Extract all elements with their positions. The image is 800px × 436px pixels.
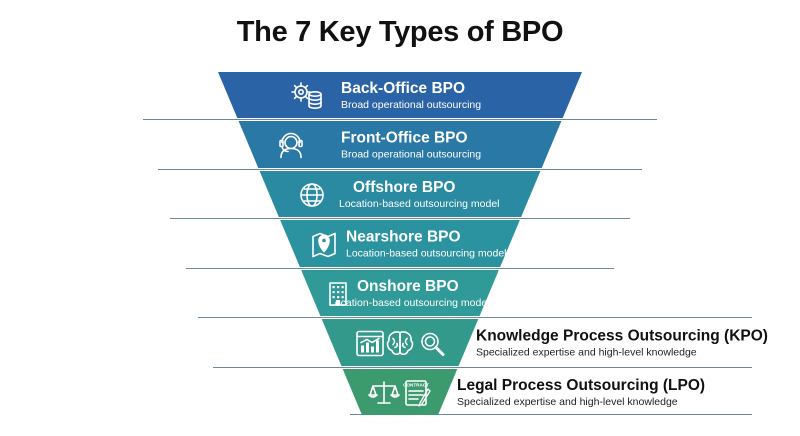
funnel-band <box>238 121 562 168</box>
page-title: The 7 Key Types of BPO <box>236 16 564 48</box>
chart-icon <box>356 330 384 357</box>
funnel-band <box>259 171 541 217</box>
scales-icon <box>368 381 400 404</box>
level-subtitle: Location-based outsourcing model <box>329 297 490 309</box>
gear-database-icon <box>291 82 322 109</box>
level-title: Front-Office BPO <box>341 130 468 147</box>
brain-icon <box>386 331 414 356</box>
funnel-band <box>301 270 499 316</box>
level-subtitle: Location-based outsourcing model <box>346 248 507 260</box>
level-subtitle: Broad operational outsourcing <box>341 99 481 111</box>
level-title: Offshore BPO <box>353 179 455 196</box>
level-title: Back-Office BPO <box>341 80 465 97</box>
contract-label: CONTRACT <box>403 383 429 388</box>
funnel-band <box>342 369 458 415</box>
map-pin-icon <box>312 232 336 258</box>
level-title: Legal Process Outsourcing (LPO) <box>457 377 705 394</box>
level-subtitle: Specialized expertise and high-level kno… <box>457 396 678 408</box>
headset-agent-icon <box>279 132 303 159</box>
level-subtitle: Broad operational outsourcing <box>341 149 481 161</box>
level-title: Onshore BPO <box>357 278 459 295</box>
building-icon <box>329 282 347 306</box>
level-subtitle: Specialized expertise and high-level kno… <box>476 347 697 359</box>
magnifier-icon <box>421 332 445 356</box>
level-title: Knowledge Process Outsourcing (KPO) <box>476 328 768 345</box>
globe-icon <box>300 183 324 207</box>
contract-icon: CONTRACT <box>403 380 431 407</box>
level-subtitle: Location-based outsourcing model <box>339 198 500 210</box>
level-title: Nearshore BPO <box>346 229 461 246</box>
funnel-band <box>280 220 520 267</box>
